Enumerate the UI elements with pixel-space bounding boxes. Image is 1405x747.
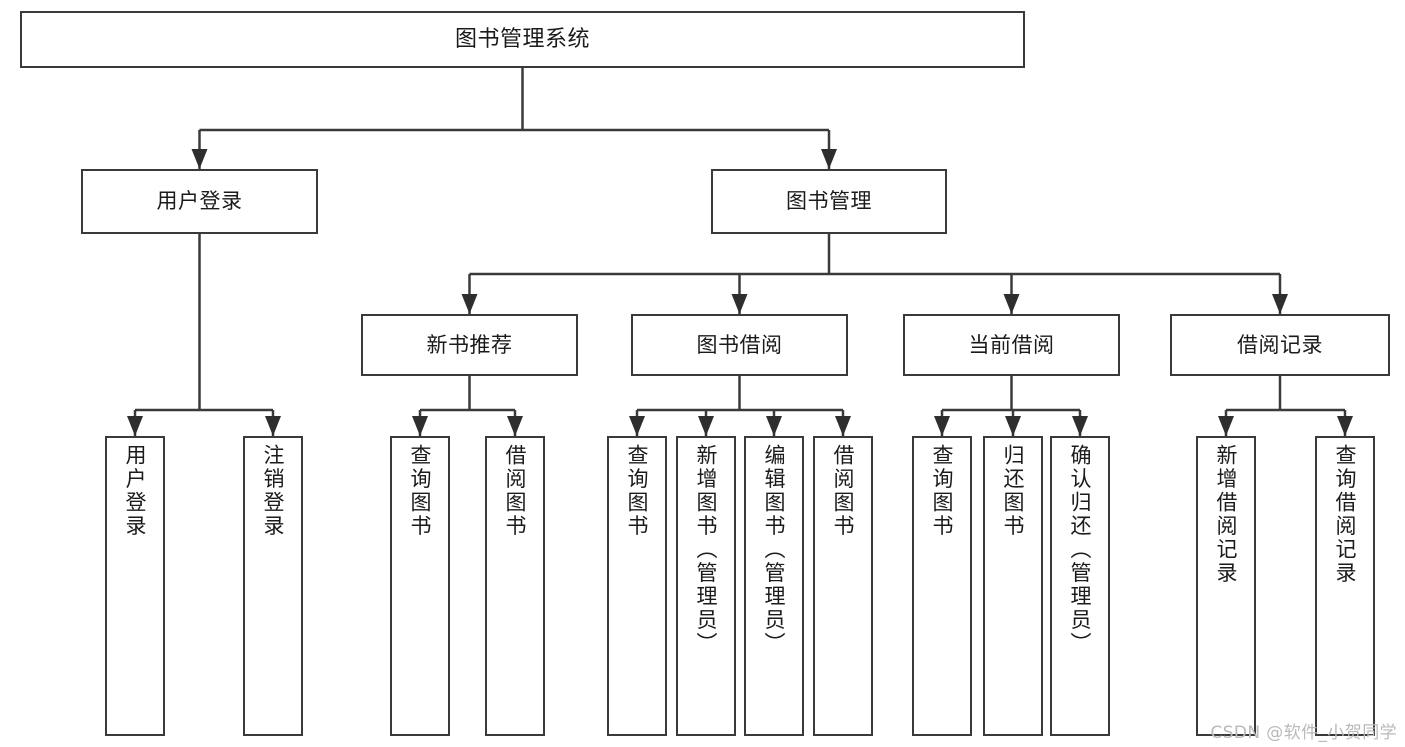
node-label: 当前借阅 [968,332,1055,357]
node-label: 图书管理系统 [454,26,590,52]
node-leaf3[interactable]: 查询图书 [390,436,450,736]
node-leaf11[interactable]: 确认归还（管理员） [1050,436,1110,736]
node-label: 编辑图书（管理员） [762,444,787,656]
node-label: 用户登录 [156,189,243,214]
edge-arrowhead [461,294,478,314]
node-label: 用户登录 [123,444,148,538]
edge-arrowhead [412,416,428,436]
node-login[interactable]: 用户登录 [81,169,318,234]
edge-arrowhead [127,416,143,436]
node-records[interactable]: 借阅记录 [1170,314,1390,376]
edge-arrowhead [1003,294,1020,314]
edge-arrowhead [731,294,748,314]
node-label: 查询借阅记录 [1333,444,1358,585]
edge-arrowhead [191,149,208,169]
node-newbook[interactable]: 新书推荐 [361,314,578,376]
edge-arrowhead [821,149,837,169]
edge-arrowhead [766,416,782,436]
node-label: 归还图书 [1001,444,1026,538]
node-label: 查询图书 [625,444,650,538]
edge-arrowhead [698,416,714,436]
node-label: 查询图书 [408,444,433,538]
edge-arrowhead [1218,416,1234,436]
edge-arrowhead [934,416,950,436]
watermark: CSDN @软件_小贺同学 [1210,723,1397,743]
node-leaf6[interactable]: 新增图书（管理员） [676,436,736,736]
node-label: 查询图书 [930,444,955,538]
edge-arrowhead [1072,416,1088,436]
edge-arrowhead [835,416,851,436]
node-leaf8[interactable]: 借阅图书 [813,436,873,736]
node-leaf10[interactable]: 归还图书 [983,436,1043,736]
node-current[interactable]: 当前借阅 [903,314,1120,376]
node-label: 注销登录 [261,444,286,538]
node-leaf1[interactable]: 用户登录 [105,436,165,736]
node-bookmgmt[interactable]: 图书管理 [711,169,947,234]
node-leaf2[interactable]: 注销登录 [243,436,303,736]
node-root[interactable]: 图书管理系统 [20,11,1025,68]
edge-arrowhead [1272,294,1288,314]
node-borrow[interactable]: 图书借阅 [631,314,848,376]
edge-arrowhead [1337,416,1353,436]
node-leaf12[interactable]: 新增借阅记录 [1196,436,1256,736]
node-label: 新增图书（管理员） [694,444,719,656]
edge-arrowhead [507,416,523,436]
node-label: 借阅图书 [831,444,856,538]
node-label: 新增借阅记录 [1214,444,1239,585]
edge-arrowhead [265,416,281,436]
edge-arrowhead [629,416,645,436]
edge-arrowhead [1005,416,1021,436]
node-label: 图书借阅 [696,332,783,357]
node-leaf9[interactable]: 查询图书 [912,436,972,736]
node-label: 新书推荐 [426,332,513,357]
node-label: 借阅图书 [503,444,528,538]
node-label: 图书管理 [786,189,872,214]
node-leaf13[interactable]: 查询借阅记录 [1315,436,1375,736]
node-leaf4[interactable]: 借阅图书 [485,436,545,736]
node-leaf7[interactable]: 编辑图书（管理员） [744,436,804,736]
node-label: 借阅记录 [1237,332,1323,357]
node-label: 确认归还（管理员） [1068,444,1093,656]
node-leaf5[interactable]: 查询图书 [607,436,667,736]
